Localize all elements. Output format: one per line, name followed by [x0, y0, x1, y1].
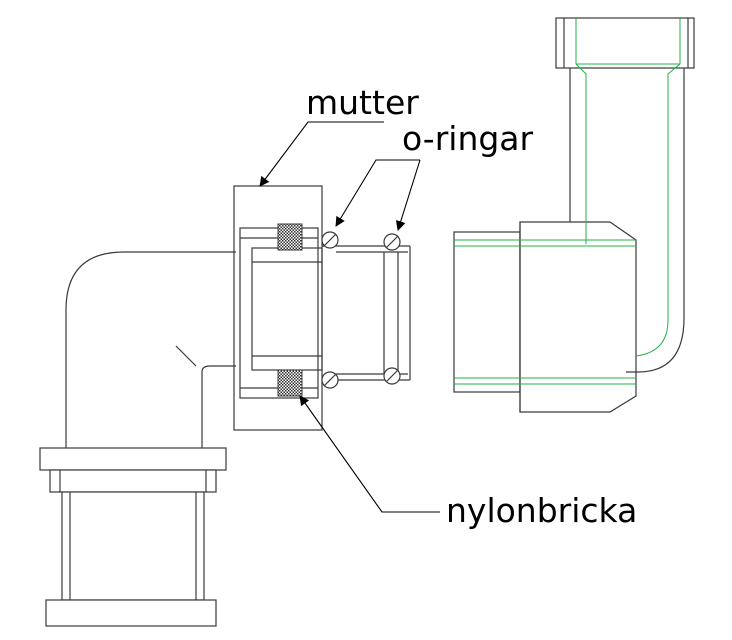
- right-elbow-fitting: [453, 17, 695, 413]
- o-ring-leader-right: [395, 159, 421, 231]
- mutter-leader: [259, 121, 384, 187]
- label-mutter: mutter: [306, 83, 419, 122]
- nut-housing: [233, 185, 323, 431]
- left-elbow-fitting: [39, 251, 236, 627]
- nylon-washers: [277, 223, 303, 397]
- label-nylonbricka: nylonbricka: [446, 491, 638, 530]
- right-elbow-hidden-lines: [454, 18, 681, 385]
- spigot-with-o-rings: [321, 231, 411, 389]
- leader-lines: [259, 121, 440, 513]
- nylonbricka-leader: [299, 395, 440, 513]
- label-o-ringar: o-ringar: [402, 119, 534, 158]
- o-ring-leader-left: [335, 159, 420, 227]
